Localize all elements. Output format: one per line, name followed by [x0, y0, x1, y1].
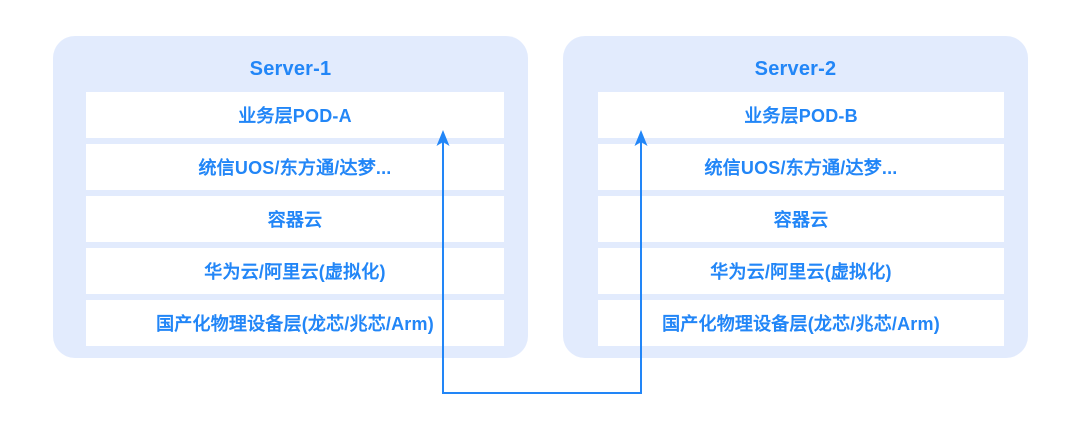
- layer-row-business-pod[interactable]: 业务层POD-A: [86, 92, 504, 138]
- server-panel-server-2[interactable]: Server-2 业务层POD-B 统信UOS/东方通/达梦... 容器云 华为…: [563, 36, 1028, 358]
- server-panel-server-1[interactable]: Server-1 业务层POD-A 统信UOS/东方通/达梦... 容器云 华为…: [53, 36, 528, 358]
- layer-row-middleware[interactable]: 统信UOS/东方通/达梦...: [598, 144, 1004, 190]
- layer-row-label: 华为云/阿里云(虚拟化): [710, 262, 892, 282]
- layer-row-label: 容器云: [267, 210, 323, 230]
- layer-row-cloud[interactable]: 华为云/阿里云(虚拟化): [598, 248, 1004, 294]
- layer-row-middleware[interactable]: 统信UOS/东方通/达梦...: [86, 144, 504, 190]
- layer-row-label: 华为云/阿里云(虚拟化): [204, 262, 386, 282]
- server-title: Server-2: [754, 58, 837, 80]
- layer-row-label: 业务层POD-A: [238, 106, 352, 126]
- layer-row-hardware[interactable]: 国产化物理设备层(龙芯/兆芯/Arm): [86, 300, 504, 346]
- layer-row-hardware[interactable]: 国产化物理设备层(龙芯/兆芯/Arm): [598, 300, 1004, 346]
- layer-row-label: 国产化物理设备层(龙芯/兆芯/Arm): [156, 314, 434, 334]
- server-title: Server-1: [249, 58, 332, 80]
- layer-row-label: 统信UOS/东方通/达梦...: [704, 158, 898, 178]
- layer-row-label: 容器云: [773, 210, 829, 230]
- layer-stack: 业务层POD-B 统信UOS/东方通/达梦... 容器云 华为云/阿里云(虚拟化…: [598, 92, 1004, 352]
- layer-stack: 业务层POD-A 统信UOS/东方通/达梦... 容器云 华为云/阿里云(虚拟化…: [86, 92, 504, 352]
- layer-row-cloud[interactable]: 华为云/阿里云(虚拟化): [86, 248, 504, 294]
- layer-row-container[interactable]: 容器云: [598, 196, 1004, 242]
- layer-row-label: 国产化物理设备层(龙芯/兆芯/Arm): [662, 314, 940, 334]
- layer-row-container[interactable]: 容器云: [86, 196, 504, 242]
- layer-row-business-pod[interactable]: 业务层POD-B: [598, 92, 1004, 138]
- layer-row-label: 统信UOS/东方通/达梦...: [198, 158, 392, 178]
- layer-row-label: 业务层POD-B: [744, 106, 858, 126]
